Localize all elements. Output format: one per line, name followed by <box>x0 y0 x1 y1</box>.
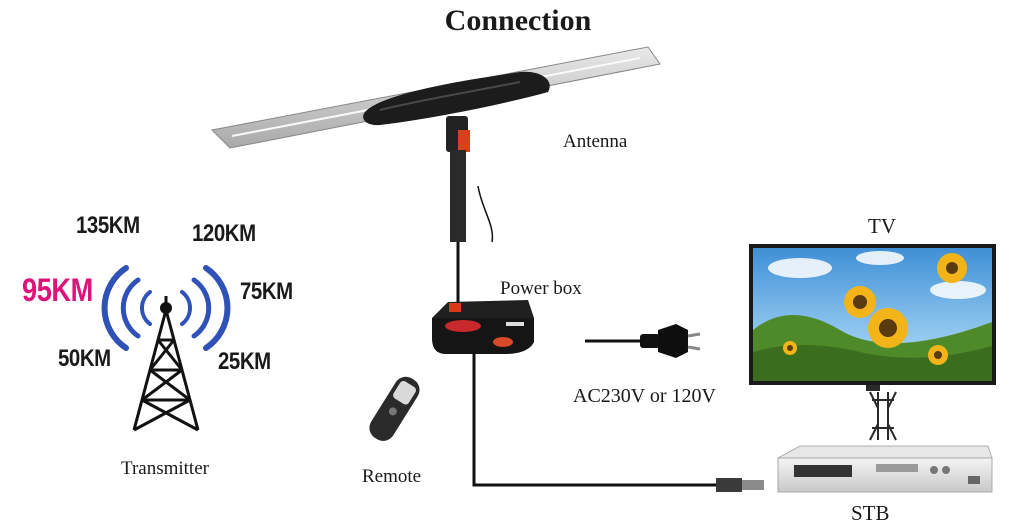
power-box-top <box>432 300 534 318</box>
power-box-led <box>493 337 513 347</box>
power-box <box>432 300 534 354</box>
av-cables <box>869 391 897 441</box>
stb-cable <box>472 352 720 487</box>
range-50km: 50KM <box>58 345 111 372</box>
range-25km: 25KM <box>218 348 271 375</box>
tv-stand-neck <box>866 385 880 391</box>
antenna-clamp <box>458 130 470 152</box>
range-135km: 135KM <box>76 212 140 239</box>
tv-screen-clouds <box>768 251 986 299</box>
antenna-body-shine <box>379 81 521 111</box>
diagram-title: Connection <box>444 4 592 37</box>
remote-panel <box>393 380 416 405</box>
antenna-label: Antenna <box>563 131 628 152</box>
tv-label: TV <box>868 214 896 238</box>
plug-pin-2 <box>687 345 701 351</box>
radio-waves <box>101 265 231 351</box>
antenna-mast <box>450 150 466 242</box>
stb-button-2 <box>942 466 950 474</box>
stb-top <box>777 445 993 459</box>
range-75km: 75KM <box>240 278 293 305</box>
transmitter-top <box>160 302 172 314</box>
antenna-lead <box>477 185 494 243</box>
ac-voltage-label: AC230V or 120V <box>573 385 716 407</box>
plug-pin-1 <box>687 332 701 338</box>
power-box-label-text: Power box <box>500 278 582 299</box>
power-box-knob <box>445 320 481 332</box>
tv-screen-foliage <box>753 315 992 381</box>
cables <box>456 185 720 487</box>
remote-control <box>369 376 420 441</box>
remote-button <box>388 407 397 416</box>
stb-port <box>968 476 980 484</box>
tv-screen-sunflowers <box>783 253 967 365</box>
set-top-box <box>777 445 993 493</box>
stb-label: STB <box>851 501 890 525</box>
stb-button-1 <box>930 466 938 474</box>
stb-display <box>794 465 852 477</box>
plug-body <box>658 324 688 358</box>
plug-strain-relief <box>640 334 660 348</box>
power-box-label <box>506 322 524 326</box>
antenna <box>210 46 661 242</box>
power-box-logo <box>449 303 461 312</box>
range-120km: 120KM <box>192 220 256 247</box>
television <box>749 244 996 391</box>
remote-label: Remote <box>362 466 422 487</box>
transmitter-label: Transmitter <box>121 458 209 479</box>
range-95km: 95KM <box>22 272 93 308</box>
stb-card-slot <box>876 464 918 472</box>
power-plug <box>640 324 701 358</box>
connector-barrel <box>742 480 764 490</box>
f-connector <box>716 478 764 492</box>
connector-nut <box>716 478 742 492</box>
